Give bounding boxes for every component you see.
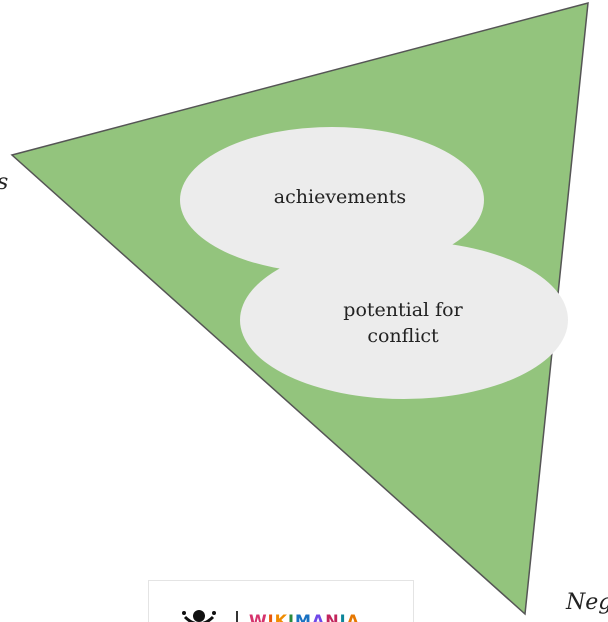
wikimania-wordmark-text: WIKIMANIA [249,611,360,622]
wordmark-letter: I [288,611,295,622]
left-edge-text-fragment: s [0,170,8,195]
wordmark-letter: A [311,611,326,622]
ellipse-achievements [180,127,484,273]
ellipse-potential-for-conflict [240,241,568,399]
ellipse-label-line-2: conflict [367,325,439,347]
logo-divider [236,611,238,622]
wordmark-letter: I [339,611,347,622]
wordmark-letter: A [346,611,361,622]
ellipse-label-achievements: achievements [273,186,407,208]
wikimania-wordmark: WIKIMANIA [249,611,360,622]
wordmark-letter: M [294,611,312,622]
right-edge-text-fragment: Neg [566,590,608,615]
wikimedia-logo-icon [182,610,216,622]
wordmark-letter: W [249,611,268,622]
wikimania-logo-card: WIKIMANIA [148,580,414,622]
wordmark-letter: N [325,611,340,622]
ellipse-label-line-1: potential for [343,299,463,321]
wordmark-letter: K [274,611,289,622]
ellipse-label-potential-for-conflict: potential for conflict [308,297,498,349]
wordmark-letter: I [267,611,275,622]
